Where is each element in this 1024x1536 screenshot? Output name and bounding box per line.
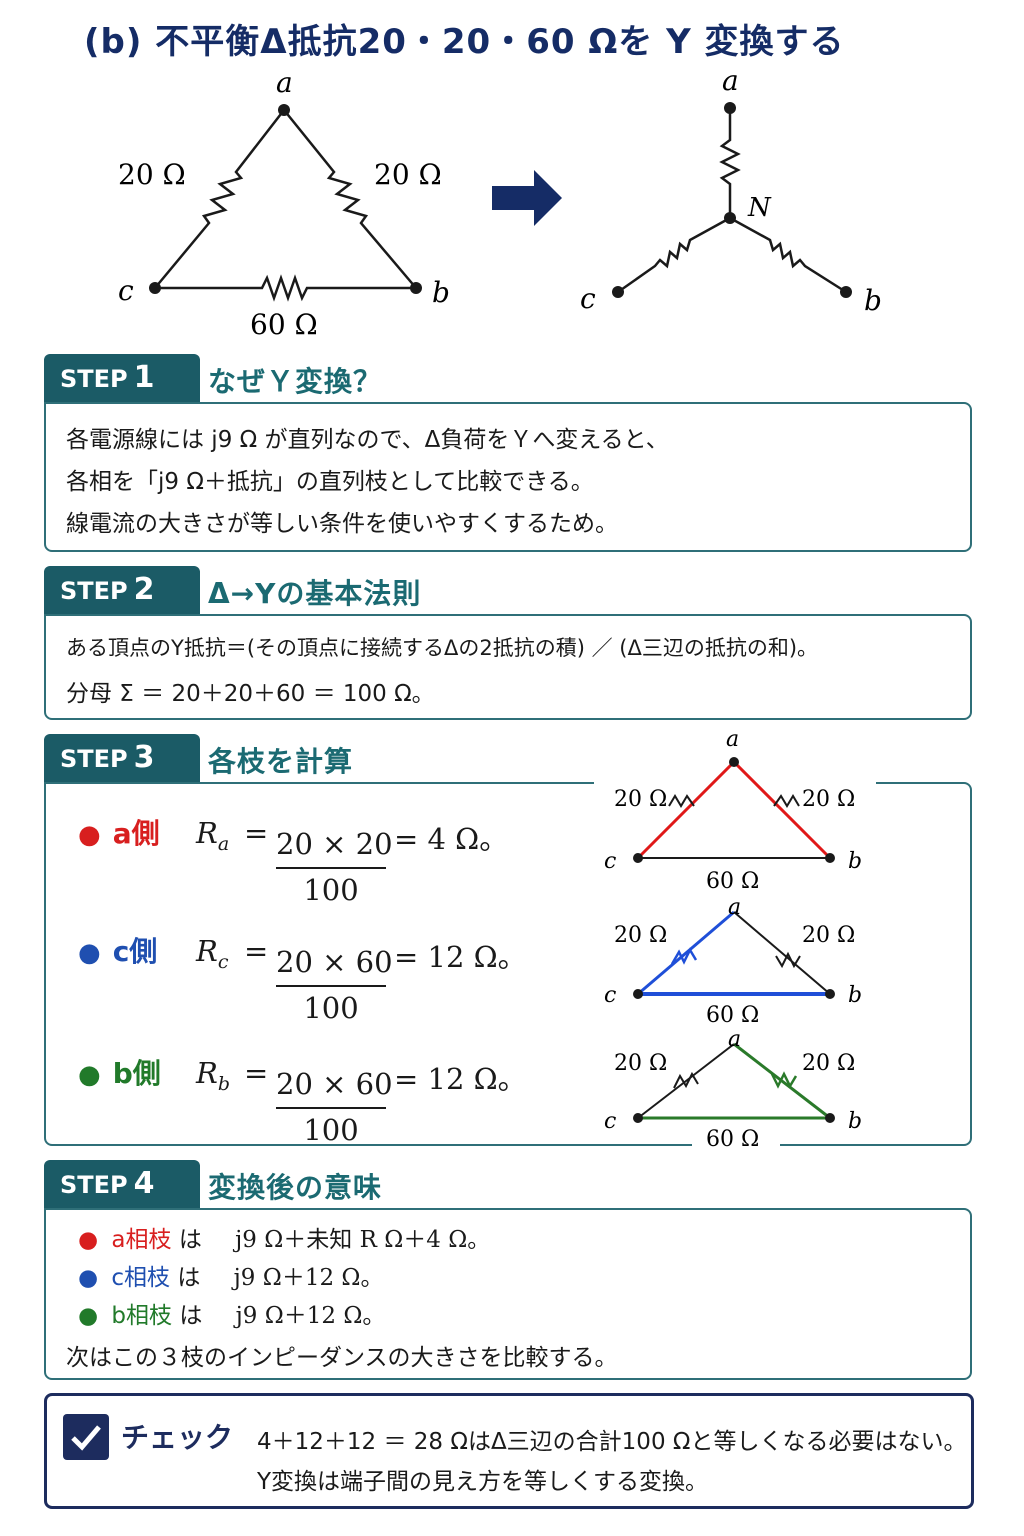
- step1-line-3: 線電流の大きさが等しい条件を使いやすくするため。: [66, 511, 618, 537]
- svg-text:a: a: [726, 728, 739, 752]
- svg-text:a: a: [728, 895, 741, 920]
- step1-line-2: 各相を「j9 Ω＋抵抗」の直列枝として比較できる。: [66, 469, 594, 495]
- delta-r-ac: 20 Ω: [118, 158, 186, 191]
- wye-label-c: c: [580, 282, 596, 315]
- delta-network: [154, 109, 417, 302]
- step4-heading: 変換後の意味: [208, 1171, 383, 1204]
- svg-text:20 Ω: 20 Ω: [614, 787, 667, 812]
- svg-text:c: c: [604, 1109, 616, 1134]
- svg-text:20 Ω: 20 Ω: [614, 1051, 667, 1076]
- svg-text:60 Ω: 60 Ω: [706, 869, 759, 894]
- delta-to-wye-diagram: a c b 20 Ω 20 Ω 60 Ω a N c b: [118, 64, 882, 341]
- delta-label-c: c: [118, 274, 134, 307]
- step1-line-1: 各電源線には j9 Ω が直列なので、Δ負荷をＹへ変えると、: [66, 427, 669, 453]
- step3-heading: 各枝を計算: [208, 745, 354, 778]
- wye-label-a: a: [722, 64, 739, 97]
- wye-label-n: N: [747, 193, 772, 223]
- svg-text:60 Ω: 60 Ω: [706, 1003, 759, 1028]
- calc-row-c-label: ●c側: [78, 935, 158, 968]
- check-line-2: Y変換は端子間の見え方を等しくする変換。: [257, 1469, 709, 1495]
- node-n: [724, 212, 736, 224]
- svg-text:60 Ω: 60 Ω: [706, 1127, 759, 1152]
- delta-r-bc: 60 Ω: [250, 308, 318, 341]
- mini-diagram-c: a c b 20 Ω 20 Ω 60 Ω: [604, 895, 862, 1028]
- check-label: チェック: [121, 1421, 234, 1454]
- svg-text:20 Ω: 20 Ω: [802, 923, 855, 948]
- step4-row-b: ● b相枝 は j9 Ω＋12 Ω。: [78, 1303, 386, 1329]
- svg-text:b: b: [848, 849, 862, 874]
- step2-line-1: ある頂点のY抵抗＝(その頂点に接続するΔの2抵抗の積) ／ (Δ三辺の抵抗の和)…: [66, 636, 819, 660]
- calc-row-a-label: ●a側: [78, 817, 160, 850]
- svg-text:b: b: [848, 983, 862, 1008]
- mini-diagram-a: a c b 20 Ω 20 Ω 60 Ω: [604, 728, 862, 894]
- svg-text:a: a: [728, 1027, 741, 1052]
- check-line-1: 4＋12＋12 ＝ 28 ΩはΔ三辺の合計100 Ωと等しくなる必要はない。: [257, 1429, 967, 1455]
- wye-network: [617, 108, 847, 294]
- step2-box: ある頂点のY抵抗＝(その頂点に接続するΔの2抵抗の積) ／ (Δ三辺の抵抗の和)…: [44, 614, 972, 720]
- step4-box: ● a相枝 は j9 Ω＋未知 R Ω＋4 Ω。 ● c相枝 は j9 Ω＋12…: [44, 1208, 972, 1380]
- right-arrow-icon: [492, 170, 562, 226]
- svg-text:20 Ω: 20 Ω: [802, 787, 855, 812]
- step4-footer: 次はこの３枝のインピーダンスの大きさを比較する。: [66, 1345, 618, 1371]
- svg-text:c: c: [604, 983, 616, 1008]
- svg-text:20 Ω: 20 Ω: [614, 923, 667, 948]
- node-a: [278, 104, 290, 116]
- mini-diagram-b: a c b 20 Ω 20 Ω 60 Ω: [604, 1027, 862, 1154]
- node-b: [410, 282, 422, 294]
- step2-line-2: 分母 Σ ＝ 20＋20＋60 ＝ 100 Ω。: [66, 681, 435, 707]
- delta-label-b: b: [432, 276, 450, 309]
- step3-mini-diagrams: a c b 20 Ω 20 Ω 60 Ω a c b 20 Ω 20 Ω 60 …: [594, 728, 876, 1154]
- step1-heading: なぜＹ変換？: [208, 365, 383, 398]
- svg-text:20 Ω: 20 Ω: [802, 1051, 855, 1076]
- calc-row-b-label: ●b側: [78, 1057, 161, 1090]
- delta-r-ab: 20 Ω: [374, 158, 442, 191]
- step2-heading: Δ→Yの基本法則: [208, 577, 422, 610]
- wye-label-b: b: [864, 284, 882, 317]
- check-box: チェック 4＋12＋12 ＝ 28 ΩはΔ三辺の合計100 Ωと等しくなる必要は…: [44, 1393, 974, 1509]
- svg-text:c: c: [604, 849, 616, 874]
- page-title: (b) 不平衡Δ抵抗20・20・60 Ωを Y 変換する: [84, 22, 845, 62]
- delta-label-a: a: [276, 66, 293, 99]
- step4-row-c: ● c相枝 は j9 Ω＋12 Ω。: [78, 1265, 384, 1291]
- step4-row-a: ● a相枝 は j9 Ω＋未知 R Ω＋4 Ω。: [78, 1227, 491, 1253]
- node-c: [149, 282, 161, 294]
- step1-box: 各電源線には j9 Ω が直列なので、Δ負荷をＹへ変えると、 各相を「j9 Ω＋…: [44, 402, 972, 552]
- svg-text:b: b: [848, 1109, 862, 1134]
- checkmark-icon: [63, 1414, 109, 1460]
